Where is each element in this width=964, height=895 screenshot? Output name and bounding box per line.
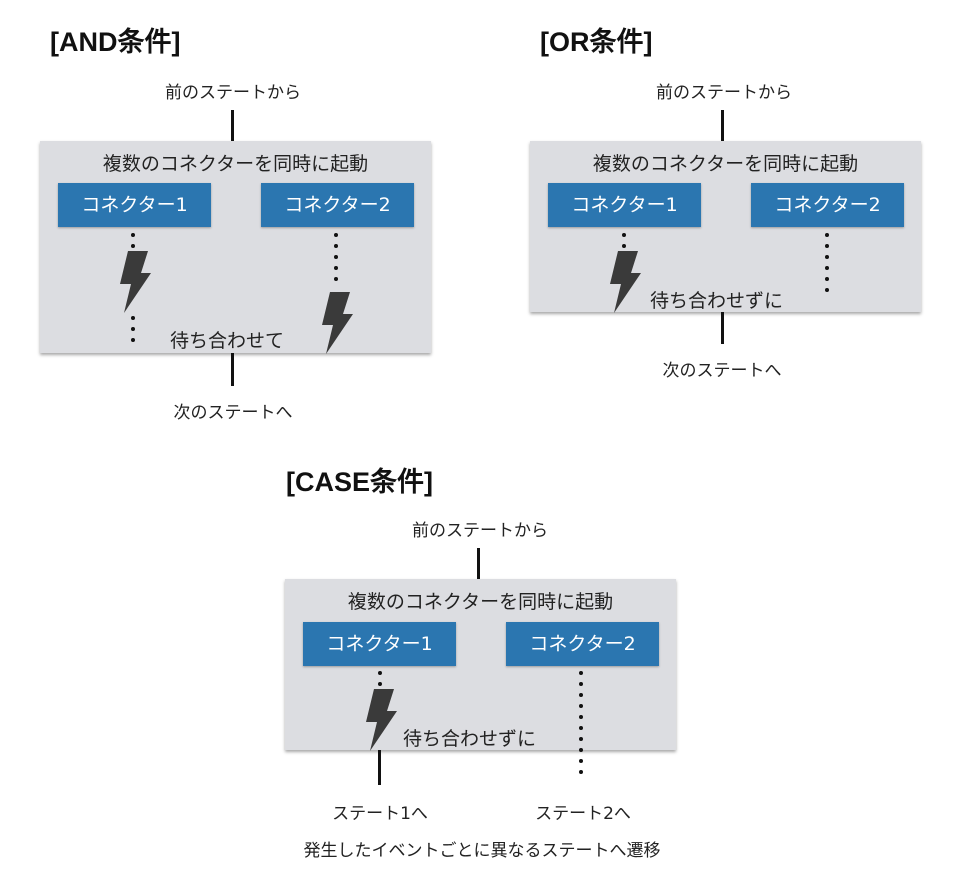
or-dots-1 <box>622 233 626 255</box>
lightning-bolt-icon <box>610 251 641 313</box>
or-in-line <box>721 110 724 141</box>
or-connector-2: コネクター2 <box>751 183 904 227</box>
and-dots-2 <box>334 233 338 288</box>
and-dots-1b <box>131 316 135 349</box>
or-wait-label: 待ち合わせずに <box>650 290 784 312</box>
or-dots-2 <box>825 233 829 299</box>
or-panel-title: 複数のコネクターを同時に起動 <box>592 153 859 175</box>
and-panel <box>40 141 431 353</box>
and-connector-1: コネクター1 <box>58 183 211 227</box>
or-connector-1: コネクター1 <box>548 183 701 227</box>
case-connector-2: コネクター2 <box>506 622 659 666</box>
case-out-line <box>378 750 381 785</box>
or-from-label: 前のステートから <box>656 83 792 103</box>
lightning-bolt-icon <box>366 689 397 751</box>
or-out-line <box>721 312 724 344</box>
case-state1-label: ステート1へ <box>332 804 428 824</box>
case-panel-title: 複数のコネクターを同時に起動 <box>347 591 614 613</box>
and-wait-label: 待ち合わせて <box>170 330 285 352</box>
case-in-line <box>477 548 480 579</box>
case-wait-label: 待ち合わせずに <box>403 728 537 750</box>
and-heading: [AND条件] <box>50 27 181 57</box>
case-state2-label: ステート2へ <box>535 804 631 824</box>
case-caption: 発生したイベントごとに異なるステートへ遷移 <box>303 841 661 861</box>
and-next-label: 次のステートへ <box>173 403 293 423</box>
case-dots-1 <box>378 671 382 693</box>
case-dots-2 <box>579 671 583 781</box>
and-panel-title: 複数のコネクターを同時に起動 <box>102 153 369 175</box>
and-connector-2: コネクター2 <box>261 183 414 227</box>
case-heading: [CASE条件] <box>286 467 433 497</box>
or-heading: [OR条件] <box>540 27 653 57</box>
case-connector-1: コネクター1 <box>303 622 456 666</box>
or-next-label: 次のステートへ <box>662 361 782 381</box>
case-from-label: 前のステートから <box>412 521 548 541</box>
and-in-line <box>231 110 234 141</box>
and-from-label: 前のステートから <box>165 83 301 103</box>
lightning-bolt-icon <box>322 292 353 354</box>
lightning-bolt-icon <box>120 251 151 313</box>
and-dots-1a <box>131 233 135 255</box>
and-out-line <box>231 353 234 386</box>
